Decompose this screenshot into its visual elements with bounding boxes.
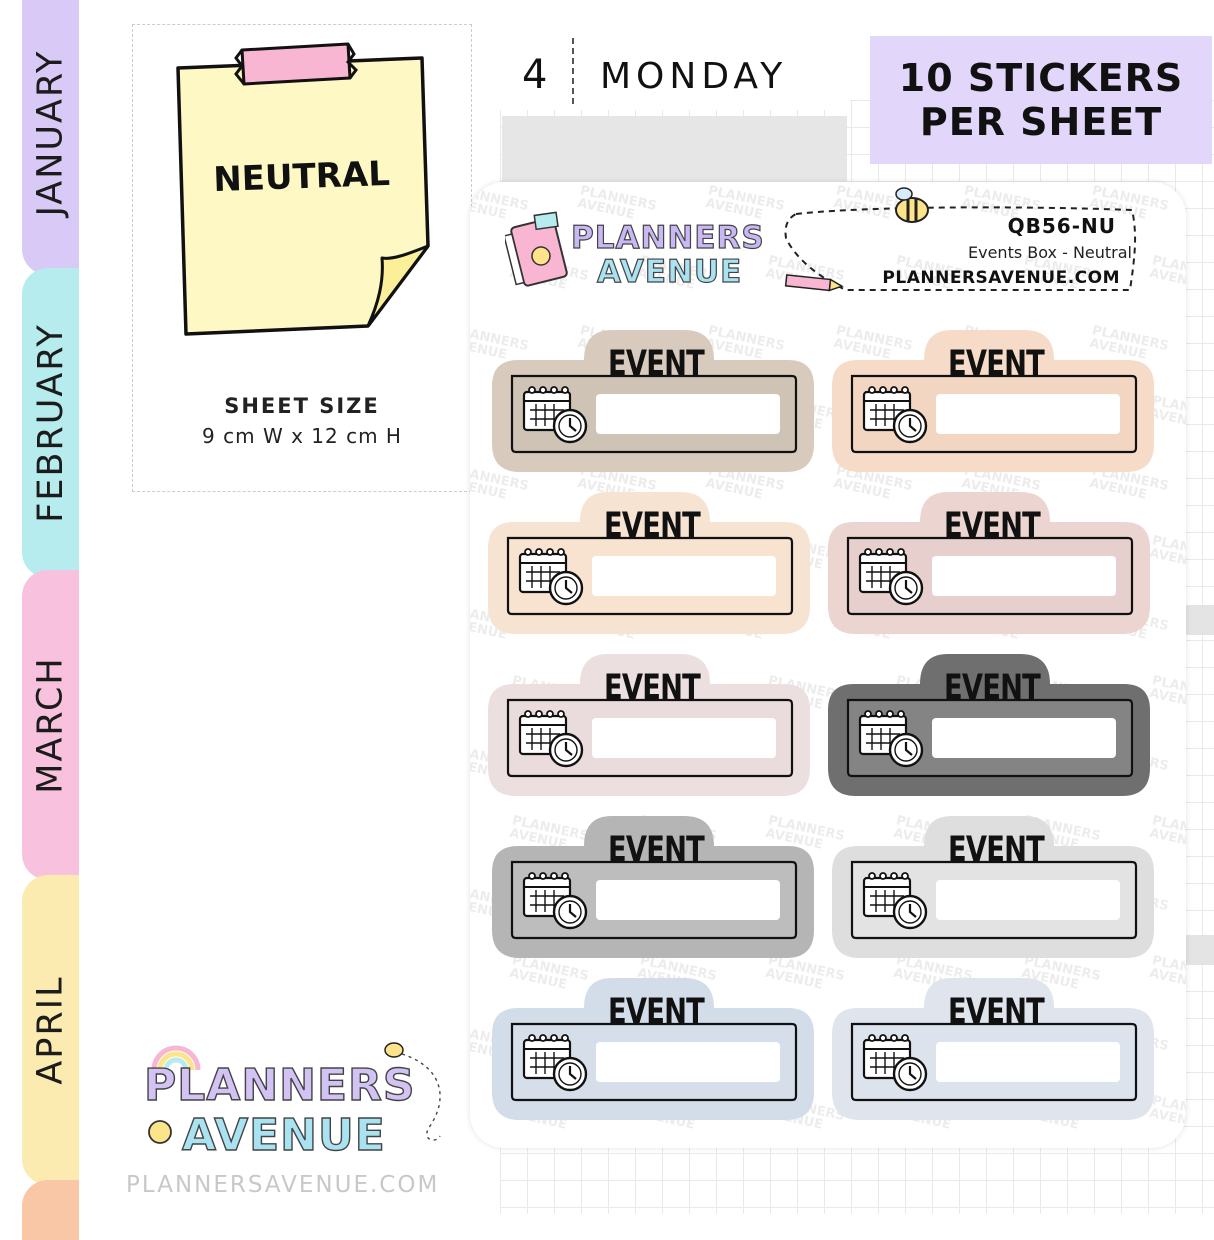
event-sticker[interactable]: EVENT xyxy=(492,978,816,1123)
tab-next[interactable] xyxy=(22,1180,79,1240)
sticker-shape xyxy=(832,978,1154,1120)
sticker-shape xyxy=(492,330,814,472)
event-sticker[interactable]: EVENT xyxy=(488,492,812,637)
brand-line-2: AVENUE xyxy=(597,254,742,290)
tab-label: MARCH xyxy=(30,656,71,794)
promo-line-2: PER SHEET xyxy=(919,100,1163,144)
sticker-shape xyxy=(488,492,810,634)
event-label: EVENT xyxy=(948,992,1045,1032)
day-header xyxy=(500,30,850,110)
sticker-shape xyxy=(828,492,1150,634)
calendar-clock-icon xyxy=(858,710,924,768)
event-label: EVENT xyxy=(608,992,705,1032)
promo-line-1: 10 STICKERS xyxy=(898,56,1184,100)
day-bar xyxy=(502,116,847,186)
event-label: EVENT xyxy=(604,506,701,546)
footer-brand-logo: PLANNERS AVENUE xyxy=(143,1042,441,1162)
calendar-clock-icon xyxy=(862,1034,928,1092)
event-sticker[interactable]: EVENT xyxy=(832,978,1156,1123)
event-label: EVENT xyxy=(948,344,1045,384)
tab-april[interactable]: APRIL xyxy=(22,875,79,1185)
event-sticker[interactable]: EVENT xyxy=(828,492,1152,637)
sticky-note-icon: NEUTRAL xyxy=(176,42,430,336)
event-sticker[interactable]: EVENT xyxy=(488,654,812,799)
sheet-size-title: SHEET SIZE xyxy=(224,394,380,418)
event-label: EVENT xyxy=(948,830,1045,870)
tab-label: APRIL xyxy=(30,975,71,1085)
pencil-icon xyxy=(784,274,844,292)
sticker-shape xyxy=(832,330,1154,472)
event-sticker[interactable]: EVENT xyxy=(492,330,816,475)
day-divider xyxy=(572,38,574,104)
calendar-clock-icon xyxy=(862,386,928,444)
product-description: Events Box - Neutral xyxy=(968,243,1132,262)
event-label: EVENT xyxy=(944,506,1041,546)
event-sticker[interactable]: EVENT xyxy=(492,816,816,961)
event-label: EVENT xyxy=(608,830,705,870)
bee-icon xyxy=(384,1042,404,1058)
bee-icon xyxy=(895,187,929,223)
planner-bar xyxy=(1186,935,1214,965)
event-sticker[interactable]: EVENT xyxy=(832,816,1156,961)
event-label: EVENT xyxy=(608,344,705,384)
tab-january[interactable]: JANUARY xyxy=(22,0,79,275)
brand-logo: PLANNERS AVENUE xyxy=(505,211,765,291)
brand-line-1: PLANNERS xyxy=(571,220,765,256)
calendar-clock-icon xyxy=(518,710,584,768)
sticker-shape xyxy=(832,816,1154,958)
month-tabs: JANUARY FEBRUARY MARCH APRIL xyxy=(0,0,80,1240)
product-code: QB56-NU xyxy=(1007,214,1116,238)
sticker-shape xyxy=(828,654,1150,796)
event-sticker[interactable]: EVENT xyxy=(828,654,1152,799)
note-label: NEUTRAL xyxy=(213,154,391,200)
rainbow-icon xyxy=(151,1045,201,1071)
tab-label: JANUARY xyxy=(30,49,71,216)
event-label: EVENT xyxy=(944,668,1041,708)
sticker-shape xyxy=(492,816,814,958)
calendar-clock-icon xyxy=(862,872,928,930)
tab-march[interactable]: MARCH xyxy=(22,570,79,880)
planner-bar xyxy=(1186,605,1214,635)
tab-label: FEBRUARY xyxy=(30,323,71,523)
sticker-shape xyxy=(492,978,814,1120)
calendar-clock-icon xyxy=(522,1034,588,1092)
planner-book-icon xyxy=(505,211,568,287)
event-label: EVENT xyxy=(604,668,701,708)
footer-brand-line-2: AVENUE xyxy=(182,1110,386,1161)
product-url[interactable]: PLANNERSAVENUE.COM xyxy=(882,268,1120,288)
footer-brand-line-1: PLANNERS xyxy=(144,1060,416,1111)
event-sticker[interactable]: EVENT xyxy=(832,330,1156,475)
day-number: 4 xyxy=(522,52,548,98)
calendar-clock-icon xyxy=(522,386,588,444)
calendar-clock-icon xyxy=(858,548,924,606)
sun-icon xyxy=(148,1120,172,1144)
footer-url[interactable]: PLANNERSAVENUE.COM xyxy=(126,1172,440,1198)
promo-banner xyxy=(870,36,1212,164)
product-label-frame xyxy=(784,187,1137,292)
calendar-clock-icon xyxy=(522,872,588,930)
sheet-size-value: 9 cm W x 12 cm H xyxy=(202,424,402,448)
tab-february[interactable]: FEBRUARY xyxy=(22,268,79,578)
calendar-clock-icon xyxy=(518,548,584,606)
sticker-shape xyxy=(488,654,810,796)
day-name: MONDAY xyxy=(600,56,788,97)
